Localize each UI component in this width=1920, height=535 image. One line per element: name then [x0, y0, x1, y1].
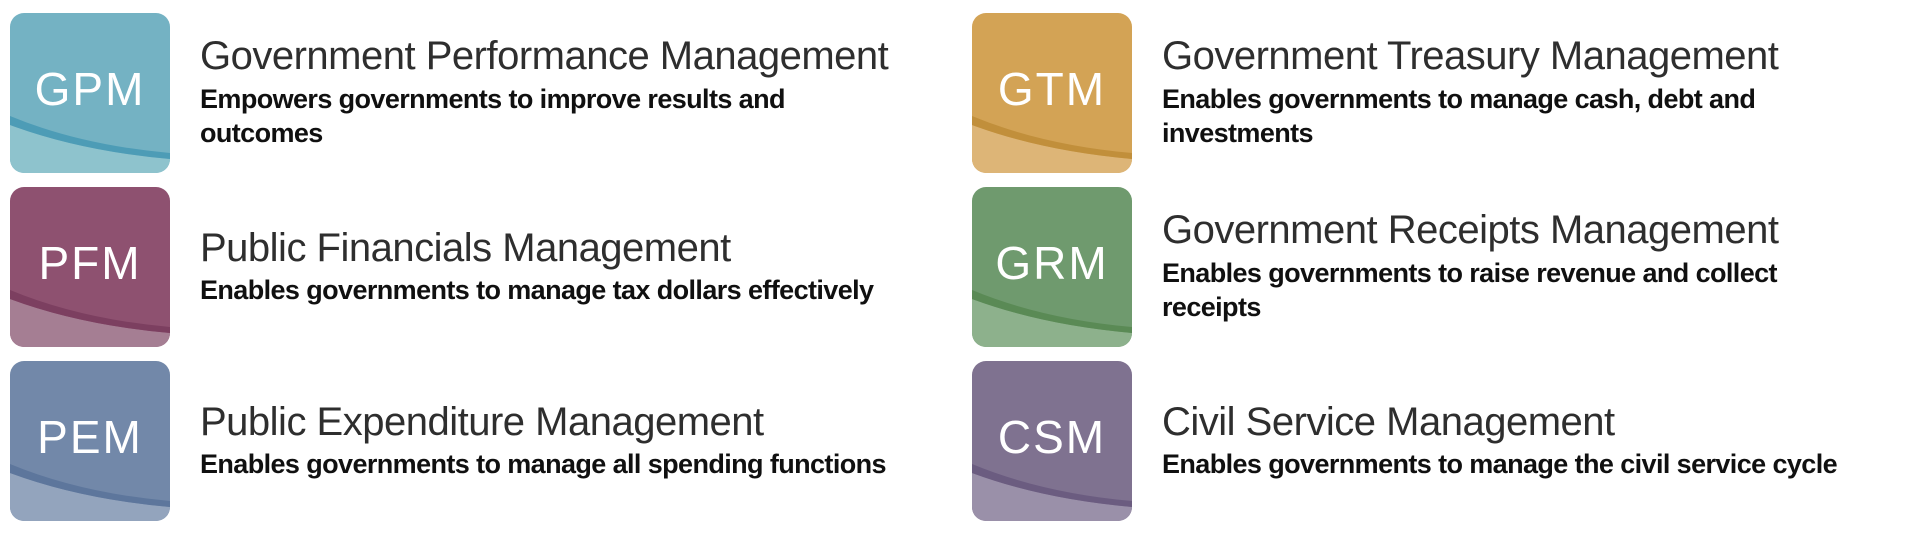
badge-acronym: PEM — [37, 411, 143, 463]
badge-acronym: GPM — [35, 63, 146, 115]
product-text: Government Treasury Management Enables g… — [1162, 34, 1779, 150]
badge-acronym: GRM — [995, 237, 1108, 289]
badge-swoosh-dark — [972, 116, 1132, 159]
badge-swoosh-dark — [10, 116, 170, 159]
badge-swoosh-dark — [972, 464, 1132, 507]
product-description: Enables governments to manage tax dollar… — [200, 274, 874, 305]
badge-swoosh-light — [972, 473, 1132, 521]
product-description: Enables governments to raise revenue and… — [1162, 257, 1778, 323]
product-title: Civil Service Management — [1162, 399, 1615, 444]
gtm-badge-icon: GTM — [972, 13, 1132, 173]
product-text: Public Expenditure Management Enables go… — [200, 399, 887, 482]
product-item-pem: PEM Public Expenditure Management Enable… — [10, 361, 972, 521]
badge-swoosh-light — [10, 299, 170, 347]
product-text: Civil Service Management Enables governm… — [1162, 399, 1838, 482]
product-item-gtm: GTM Government Treasury Management Enabl… — [972, 13, 1920, 173]
product-item-gpm: GPM Government Performance Management Em… — [10, 13, 972, 173]
badge-acronym: PFM — [38, 237, 141, 289]
product-item-csm: CSM Civil Service Management Enables gov… — [972, 361, 1920, 521]
product-description: Empowers governments to improve results … — [200, 83, 785, 149]
product-grid: GPM Government Performance Management Em… — [10, 13, 1920, 521]
product-item-pfm: PFM Public Financials Management Enables… — [10, 187, 972, 347]
product-description: Enables governments to manage cash, debt… — [1162, 83, 1756, 149]
badge-swoosh-dark — [10, 290, 170, 333]
pem-badge-icon: PEM — [10, 361, 170, 521]
badge-swoosh-light — [10, 473, 170, 521]
badge-swoosh-light — [972, 299, 1132, 347]
pfm-badge-icon: PFM — [10, 187, 170, 347]
product-description: Enables governments to manage all spendi… — [200, 448, 887, 479]
product-title: Public Expenditure Management — [200, 399, 764, 444]
badge-swoosh-light — [10, 125, 170, 173]
badge-acronym: CSM — [998, 411, 1106, 463]
product-title: Government Performance Management — [200, 34, 889, 79]
product-title: Public Financials Management — [200, 225, 731, 270]
badge-swoosh-light — [972, 125, 1132, 173]
product-description: Enables governments to manage the civil … — [1162, 448, 1838, 479]
csm-badge-icon: CSM — [972, 361, 1132, 521]
badge-acronym: GTM — [998, 63, 1106, 115]
product-title: Government Treasury Management — [1162, 34, 1779, 79]
product-item-grm: GRM Government Receipts Management Enabl… — [972, 187, 1920, 347]
product-text: Government Performance Management Empowe… — [200, 34, 889, 150]
product-text: Public Financials Management Enables gov… — [200, 225, 874, 308]
badge-swoosh-dark — [10, 464, 170, 507]
product-text: Government Receipts Management Enables g… — [1162, 208, 1779, 324]
product-title: Government Receipts Management — [1162, 208, 1779, 253]
gpm-badge-icon: GPM — [10, 13, 170, 173]
badge-swoosh-dark — [972, 290, 1132, 333]
grm-badge-icon: GRM — [972, 187, 1132, 347]
